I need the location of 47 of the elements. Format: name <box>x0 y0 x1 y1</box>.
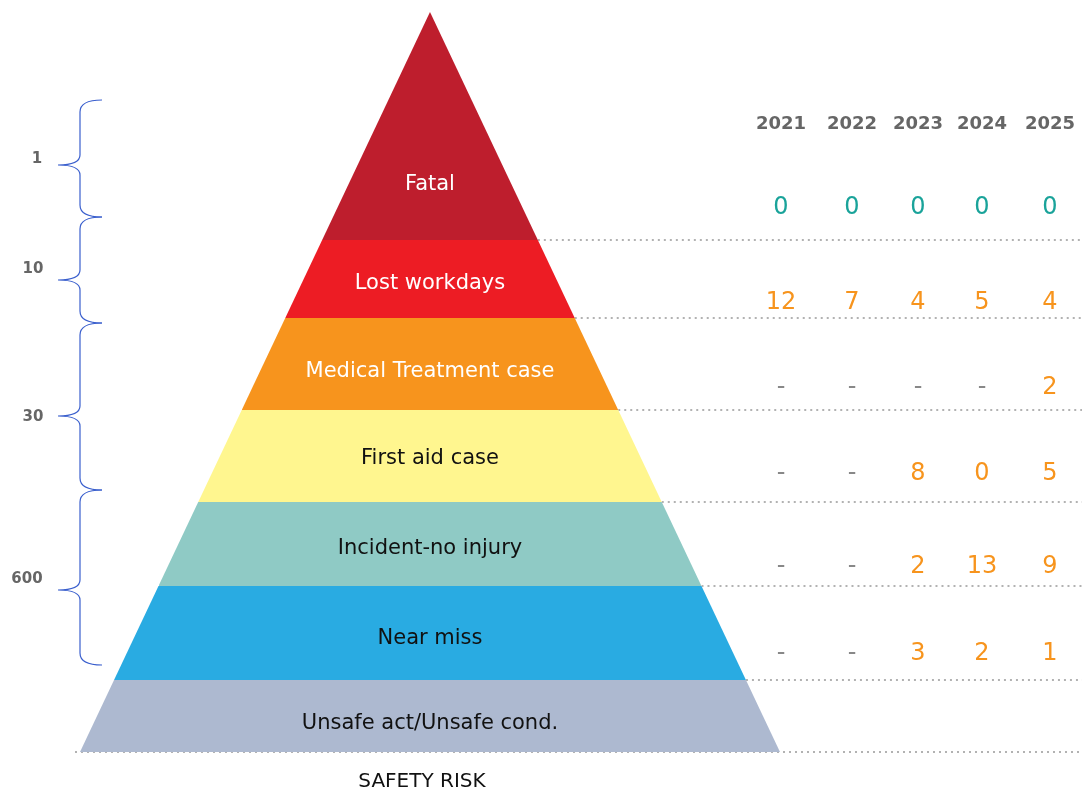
table-value: 0 <box>1042 192 1058 220</box>
scale-number: 10 <box>22 259 44 277</box>
year-header: 2024 <box>956 111 1008 133</box>
pyramid-caption: SAFETY RISK <box>358 768 486 792</box>
table-value: - <box>847 458 857 486</box>
layer-label: First aid case <box>361 445 499 469</box>
table-value: 13 <box>966 551 998 579</box>
year-header: 2021 <box>755 111 807 133</box>
table-value: 5 <box>1042 458 1058 486</box>
table-value: - <box>776 372 786 400</box>
table-value: 0 <box>773 192 789 220</box>
table-value: 12 <box>765 287 797 315</box>
year-header: 2023 <box>892 111 944 133</box>
table-value: - <box>977 372 987 400</box>
table-value: - <box>847 638 857 666</box>
scale-number: 30 <box>22 407 44 425</box>
layer-label: Near miss <box>377 625 483 649</box>
table-value: - <box>776 458 786 486</box>
table-value: - <box>776 638 786 666</box>
table-value: 7 <box>844 287 860 315</box>
table-value: 9 <box>1042 551 1058 579</box>
table-value: - <box>847 372 857 400</box>
table-value: - <box>776 551 786 579</box>
table-value: - <box>847 551 857 579</box>
table-value: 2 <box>1042 372 1058 400</box>
table-value: 0 <box>974 192 990 220</box>
table-value: 4 <box>910 287 926 315</box>
table-value: 4 <box>1042 287 1058 315</box>
layer-label: Incident-no injury <box>337 535 523 559</box>
table-value: 3 <box>910 638 926 666</box>
layer-label: Medical Treatment case <box>305 358 555 382</box>
year-header: 2022 <box>826 111 878 133</box>
layer-label: Fatal <box>405 171 455 195</box>
table-value: 2 <box>974 638 990 666</box>
table-value: 0 <box>974 458 990 486</box>
table-value: 2 <box>910 551 926 579</box>
table-value: 0 <box>910 192 926 220</box>
table-value: - <box>913 372 923 400</box>
table-value: 5 <box>974 287 990 315</box>
scale-number: 600 <box>11 569 43 587</box>
layer-label: Unsafe act/Unsafe cond. <box>301 710 559 734</box>
scale-number: 1 <box>31 149 43 167</box>
layer-label: Lost workdays <box>354 270 506 294</box>
table-value: 1 <box>1042 638 1058 666</box>
year-header: 2025 <box>1024 111 1076 133</box>
table-value: 8 <box>910 458 926 486</box>
table-value: 0 <box>844 192 860 220</box>
